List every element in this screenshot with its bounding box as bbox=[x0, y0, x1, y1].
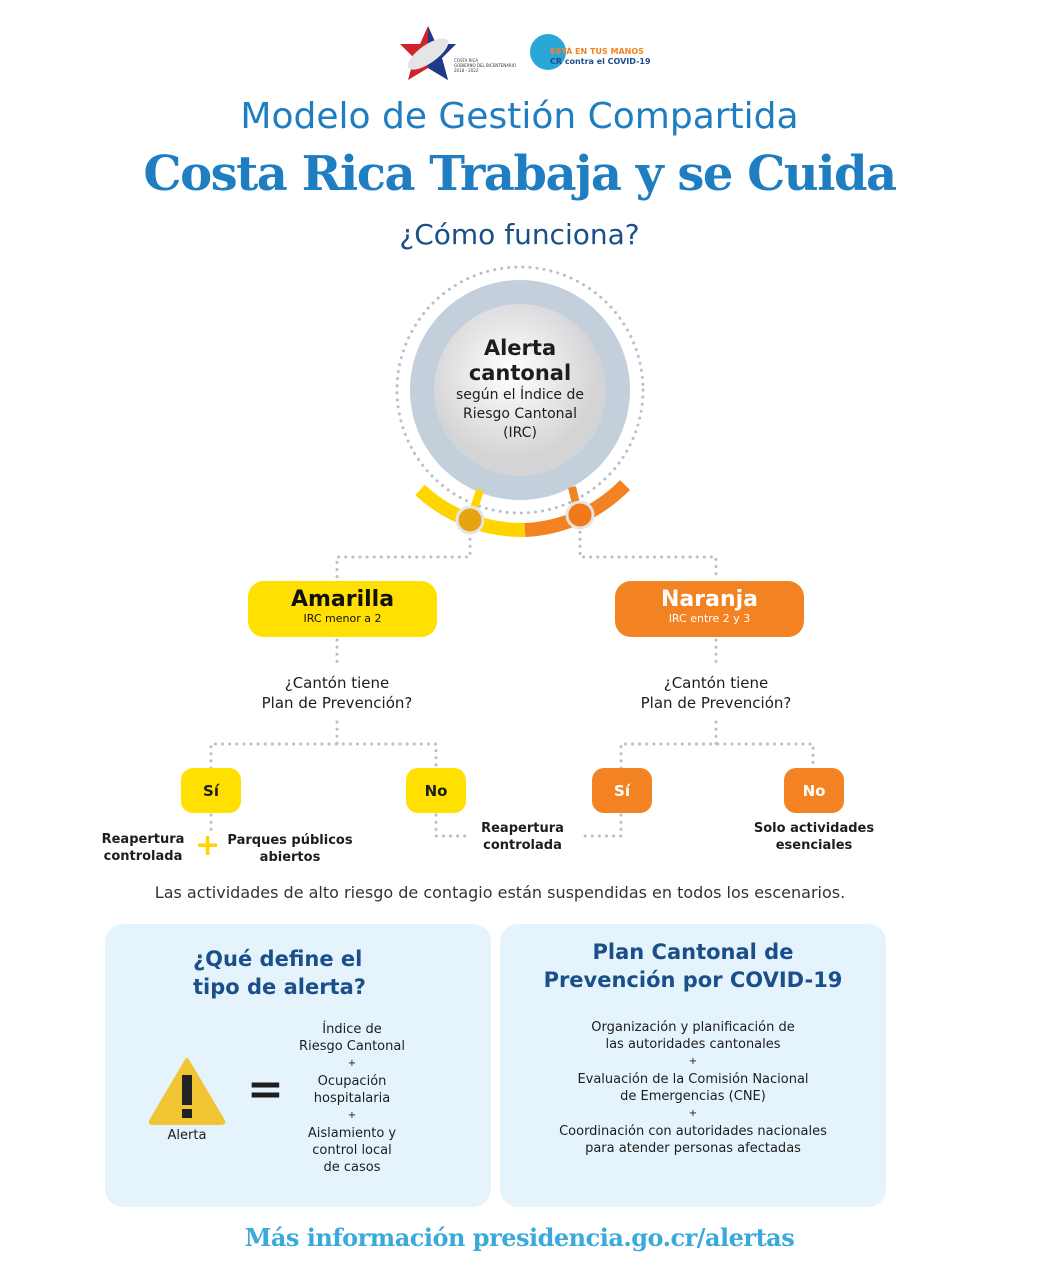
prevention-plan-title: Plan Cantonal de Prevención por COVID-19 bbox=[500, 938, 886, 994]
title: Modelo de Gestión Compartida bbox=[240, 96, 799, 137]
question: ¿Cómo funciona? bbox=[399, 218, 640, 251]
amarilla-yes: Sí bbox=[181, 768, 241, 813]
amarilla-question: ¿Cantón tiene Plan de Prevención? bbox=[237, 673, 437, 713]
amarilla-badge: Amarilla IRC menor a 2 bbox=[248, 581, 437, 637]
center-line4: Riesgo Cantonal bbox=[462, 406, 578, 422]
alert-label: Alerta bbox=[167, 1128, 207, 1143]
amarilla-sub: IRC menor a 2 bbox=[303, 612, 382, 625]
out-line2: abiertos bbox=[259, 850, 321, 865]
plus-icon: + bbox=[195, 828, 221, 863]
naranja-label: Naranja bbox=[660, 587, 758, 612]
amarilla-no: No bbox=[406, 768, 466, 813]
item-line: las autoridades cantonales bbox=[605, 1037, 781, 1052]
campaign-logo-text: ESTÁ EN TUS MANOS CR contra el COVID-19 bbox=[550, 47, 651, 67]
gov-logo-text: COSTA RICA GOBIERNO DEL BICENTENARIO 201… bbox=[454, 58, 516, 73]
factor-line: hospitalaria bbox=[313, 1091, 391, 1106]
center-line5: (IRC) bbox=[503, 425, 537, 441]
center-line2: cantonal bbox=[468, 361, 572, 385]
plus-sign: + bbox=[688, 1056, 698, 1067]
alert-definition-box bbox=[105, 924, 491, 1207]
orange-node bbox=[565, 500, 595, 530]
factor-line: Ocupación bbox=[317, 1074, 387, 1089]
item-line: Evaluación de la Comisión Nacional bbox=[577, 1072, 809, 1087]
out-line2: esenciales bbox=[775, 838, 853, 853]
naranja-badge: Naranja IRC entre 2 y 3 bbox=[615, 581, 804, 637]
amarilla-no-outcome: Reapertura controlada bbox=[470, 820, 575, 854]
prevention-plan-items: Organización y planificación de las auto… bbox=[500, 1019, 886, 1157]
campaign-line1: ESTÁ EN TUS MANOS bbox=[550, 47, 644, 56]
gov-line3: 2018 - 2022 bbox=[454, 68, 479, 73]
title-line2: Prevención por COVID-19 bbox=[543, 968, 843, 992]
out-line1: Reapertura bbox=[101, 832, 185, 847]
factor-line: Aislamiento y bbox=[307, 1126, 397, 1141]
out-line2: controlada bbox=[483, 838, 562, 853]
center-label: Alerta cantonal según el Índice de Riesg… bbox=[430, 336, 610, 443]
plus-sign: + bbox=[347, 1058, 357, 1069]
item-line: Organización y planificación de bbox=[591, 1020, 795, 1035]
item-line: para atender personas afectadas bbox=[585, 1141, 801, 1156]
amarilla-label: Amarilla bbox=[290, 587, 395, 612]
subtitle: Costa Rica Trabaja y se Cuida bbox=[143, 146, 897, 202]
amarilla-yes-outcome-b: Parques públicos abiertos bbox=[220, 832, 360, 866]
campaign-line2: CR contra el COVID-19 bbox=[550, 57, 651, 66]
gov-line1: COSTA RICA bbox=[454, 58, 479, 63]
plus-sign: + bbox=[688, 1108, 698, 1119]
q-line1: ¿Cantón tiene bbox=[663, 674, 769, 692]
gov-logo bbox=[400, 26, 456, 84]
warning-icon bbox=[148, 1058, 226, 1125]
factor-line: de casos bbox=[323, 1160, 381, 1175]
naranja-question: ¿Cantón tiene Plan de Prevención? bbox=[616, 673, 816, 713]
naranja-no: No bbox=[784, 768, 844, 813]
out-line1: Reapertura bbox=[481, 821, 564, 836]
alert-definition-title: ¿Qué define el tipo de alerta? bbox=[193, 945, 366, 1001]
q-line2: Plan de Prevención? bbox=[640, 694, 792, 712]
factor-line: control local bbox=[312, 1143, 392, 1158]
title-line1: ¿Qué define el bbox=[193, 947, 363, 971]
center-line1: Alerta bbox=[483, 336, 557, 360]
factor-line: Índice de bbox=[322, 1022, 382, 1037]
naranja-sub: IRC entre 2 y 3 bbox=[668, 612, 751, 625]
item-line: de Emergencias (CNE) bbox=[620, 1089, 766, 1104]
title-line1: Plan Cantonal de bbox=[592, 940, 794, 964]
out-line2: controlada bbox=[103, 849, 183, 864]
naranja-no-outcome: Solo actividades esenciales bbox=[744, 820, 884, 854]
virus-icon bbox=[530, 34, 566, 70]
star-logo-icon bbox=[400, 26, 456, 80]
center-line3: según el Índice de bbox=[456, 387, 584, 403]
title-line2: tipo de alerta? bbox=[193, 975, 366, 999]
item-line: Coordinación con autoridades nacionales bbox=[559, 1124, 827, 1139]
factor-line: Riesgo Cantonal bbox=[299, 1039, 405, 1054]
note: Las actividades de alto riesgo de contag… bbox=[154, 883, 846, 902]
q-line2: Plan de Prevención? bbox=[261, 694, 413, 712]
amarilla-yes-outcome-a: Reapertura controlada bbox=[95, 831, 191, 865]
plus-sign: + bbox=[347, 1110, 357, 1121]
q-line1: ¿Cantón tiene bbox=[284, 674, 390, 692]
out-line1: Parques públicos bbox=[227, 833, 353, 848]
alert-factors: Índice de Riesgo Cantonal + Ocupación ho… bbox=[282, 1021, 422, 1176]
prevention-plan-box bbox=[500, 924, 886, 1207]
equals-sign: = bbox=[247, 1064, 284, 1115]
footer-link[interactable]: Más información presidencia.go.cr/alerta… bbox=[244, 1223, 795, 1252]
gov-line2: GOBIERNO DEL BICENTENARIO bbox=[454, 63, 517, 68]
out-line1: Solo actividades bbox=[753, 821, 875, 836]
naranja-yes: Sí bbox=[592, 768, 652, 813]
yellow-node bbox=[455, 505, 485, 535]
